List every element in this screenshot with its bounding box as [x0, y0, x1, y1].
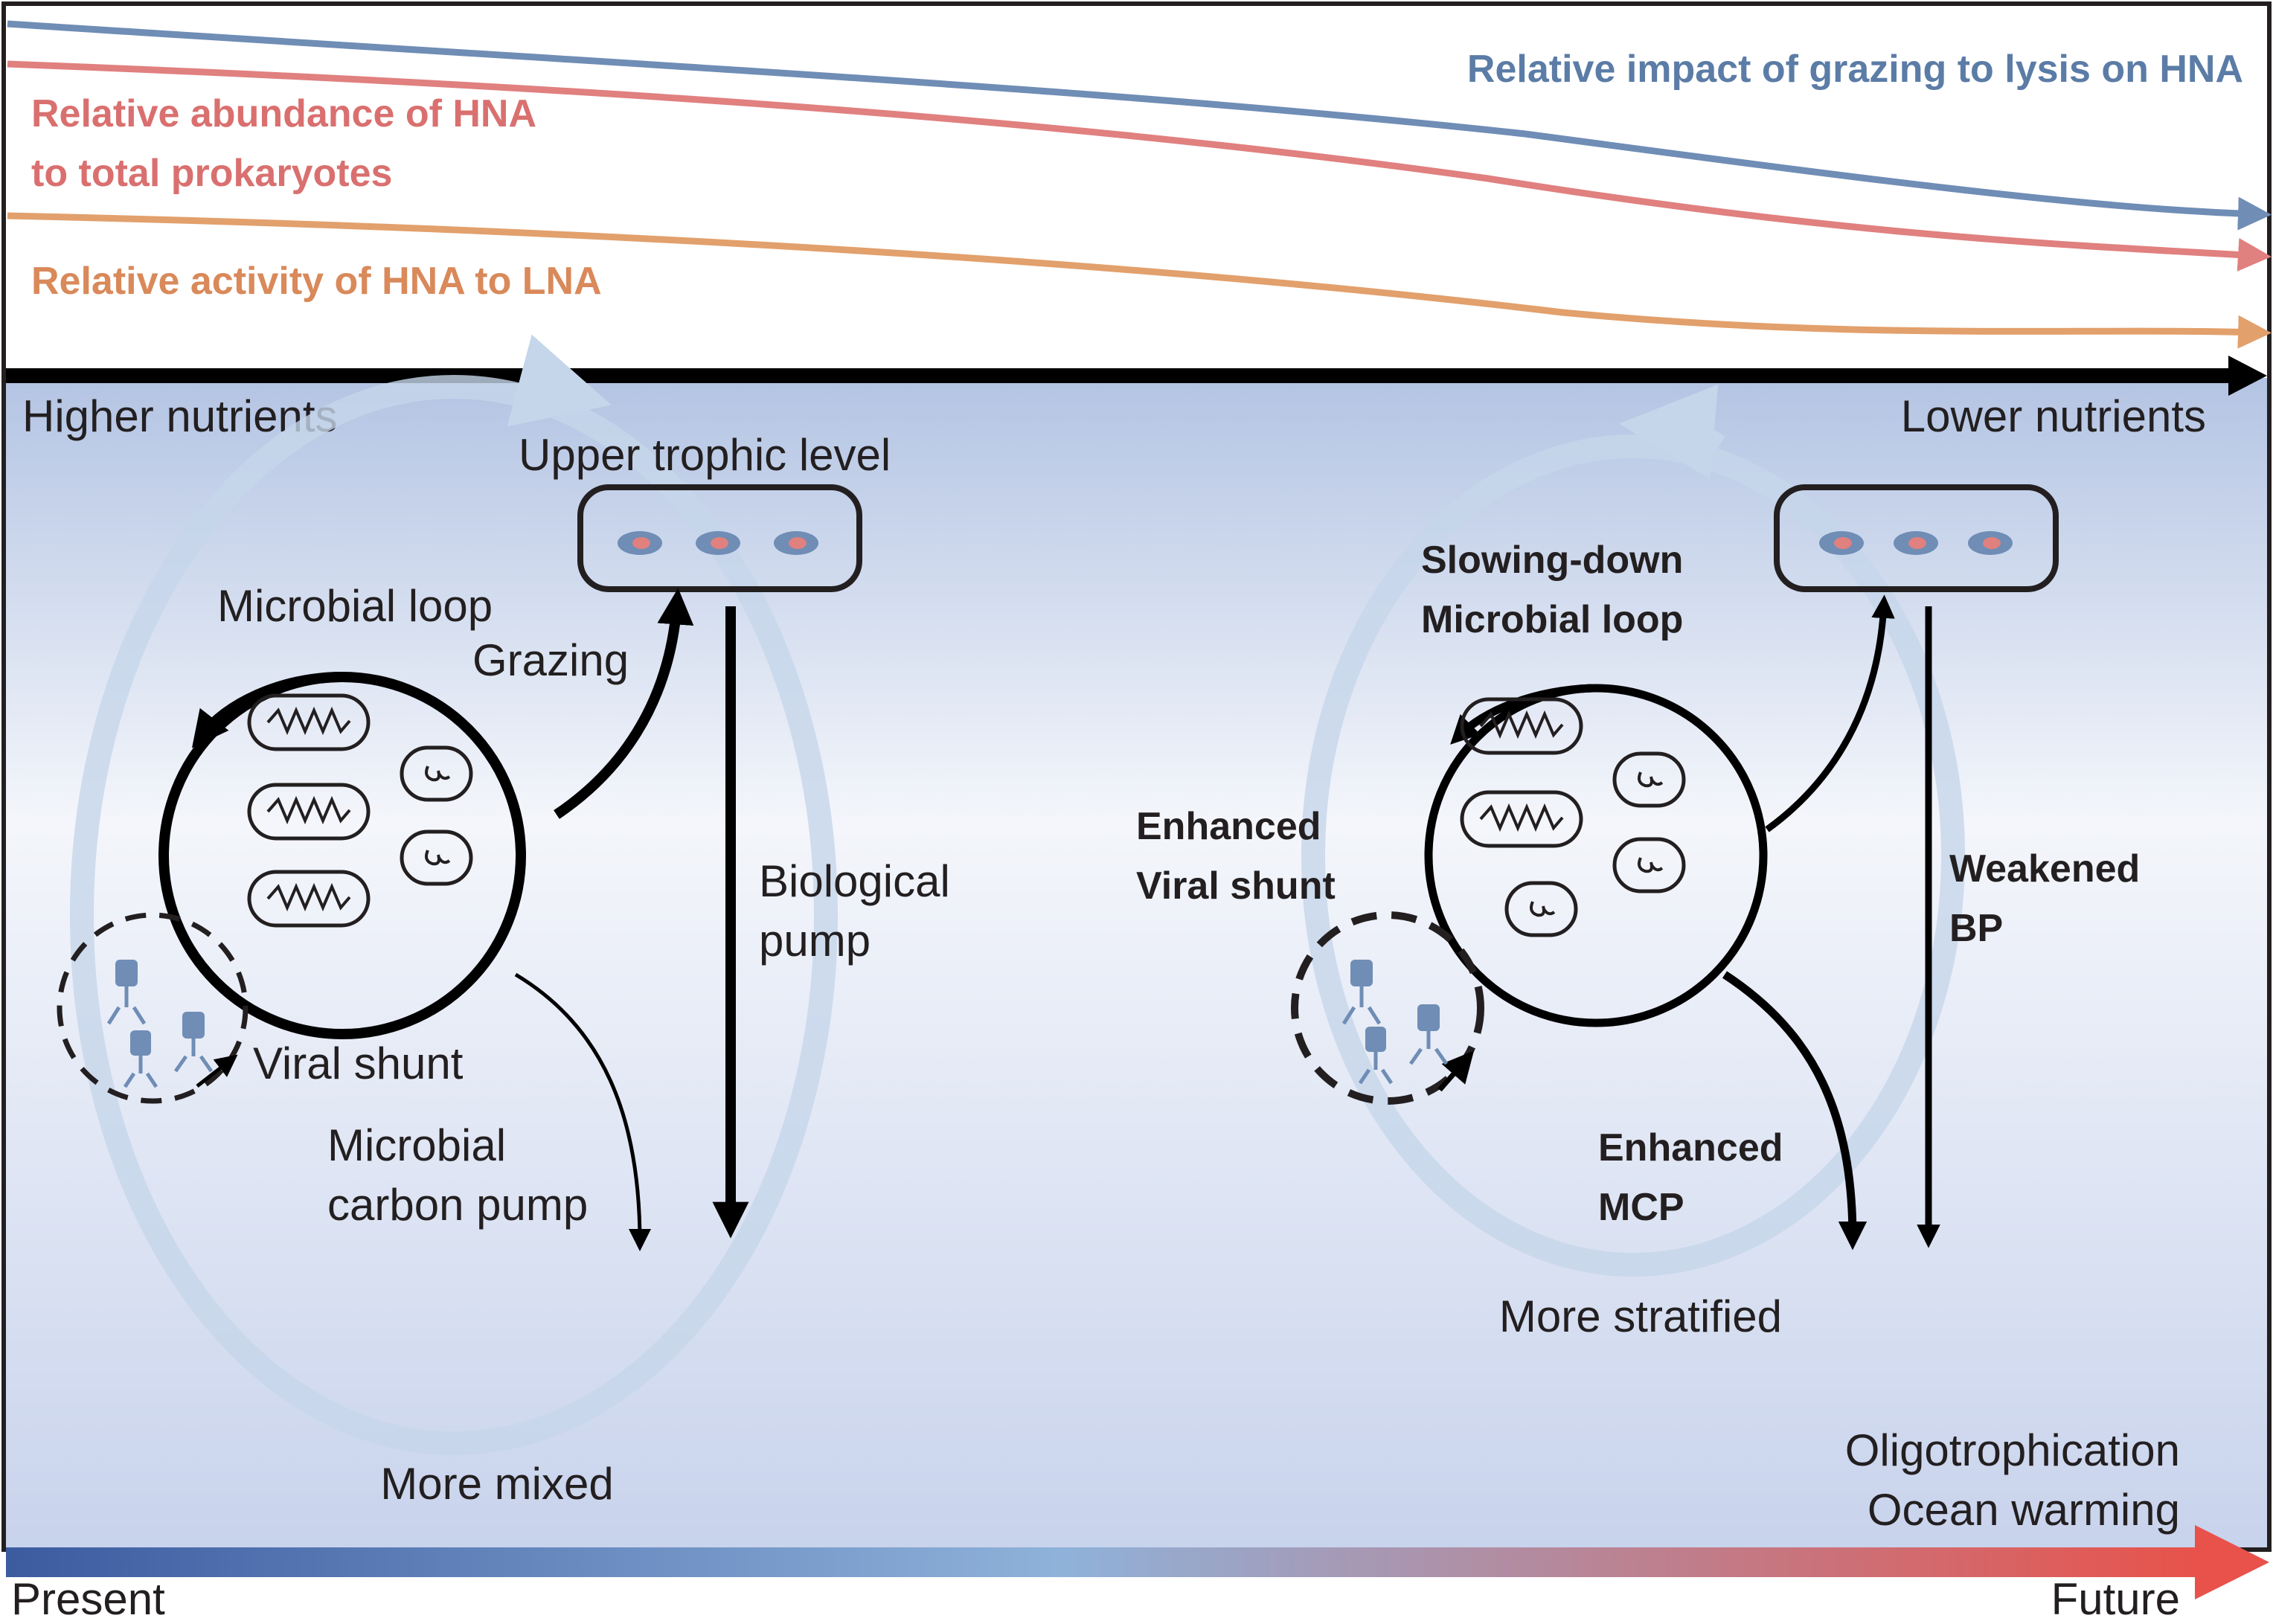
- nutrient-axis-arrowhead: [2228, 356, 2267, 396]
- hna-cell-icons: [247, 693, 371, 928]
- more-mixed-label: More mixed: [380, 1459, 613, 1509]
- viral-shunt-label: Viral shunt: [253, 1039, 464, 1088]
- present-label: Present: [11, 1574, 165, 1620]
- zooplankton-icon: [1819, 531, 2013, 555]
- oligotrophication-label: Oligotrophication: [1845, 1425, 2180, 1475]
- virus-icons: [1341, 960, 1449, 1085]
- abundance-label-line2: to total prokaryotes: [31, 152, 392, 195]
- grazing-lysis-label: Relative impact of grazing to lysis on H…: [1467, 48, 2243, 91]
- ocean-warming-label: Ocean warming: [1868, 1485, 2180, 1535]
- mixing-ring-present: [70, 375, 838, 1455]
- mcp-label-line1: Microbial: [327, 1120, 506, 1170]
- enhanced-mcp-label-line1: Enhanced: [1598, 1126, 1783, 1169]
- abundance-label-line1: Relative abundance of HNA: [31, 92, 536, 135]
- enhanced-mcp-label-line2: MCP: [1598, 1186, 1684, 1229]
- hna-cell-icons: [1460, 697, 1583, 848]
- activity-label: Relative activity of HNA to LNA: [31, 260, 602, 303]
- lna-cell-icons: [400, 745, 473, 886]
- viral-shunt-arrow: [196, 1054, 238, 1088]
- microbial-loop-circle-future: [1424, 684, 1768, 1027]
- grazing-lysis-trend-line: [7, 20, 2272, 231]
- slowing-loop-label-line2: Microbial loop: [1421, 598, 1683, 641]
- ocean-background: [6, 378, 2267, 1547]
- microbial-loop-circle: [158, 672, 526, 1039]
- more-stratified-label: More stratified: [1499, 1291, 1782, 1341]
- grazing-arrow: [554, 588, 694, 819]
- virus-icons: [106, 960, 214, 1088]
- trend-lines: [7, 20, 2272, 349]
- viral-shunt-circle-future: [1291, 911, 1484, 1105]
- lna-cell-icons: [1504, 751, 1686, 937]
- microbial-loop-label: Microbial loop: [217, 581, 493, 631]
- microbial-loop-arrow: [191, 672, 339, 748]
- microbial-carbon-pump-arrow: [514, 972, 651, 1251]
- upper-trophic-label: Upper trophic level: [519, 430, 891, 480]
- mcp-label-line2: carbon pump: [327, 1180, 588, 1230]
- zooplankton-icon: [618, 531, 818, 555]
- present-panel: Upper trophic level Microbial loop Grazi…: [57, 334, 950, 1509]
- microbial-loop-arrow-future: [1450, 684, 1593, 745]
- biological-pump-label-line1: Biological: [759, 856, 950, 906]
- enhanced-viral-label-line1: Enhanced: [1136, 805, 1321, 848]
- time-gradient-bar: [6, 1547, 2201, 1577]
- slowing-loop-label-line1: Slowing-down: [1421, 539, 1683, 582]
- future-label: Future: [2051, 1574, 2180, 1620]
- time-arrowhead: [2195, 1525, 2269, 1599]
- weakened-bp-label-line1: Weakened: [1949, 847, 2140, 890]
- grazing-arrow-future: [1765, 594, 1895, 832]
- grazing-label: Grazing: [472, 635, 629, 685]
- mixing-ring-arrow-future: [1619, 384, 1725, 480]
- upper-trophic-box: [577, 484, 862, 592]
- enhanced-mcp-arrow: [1722, 971, 1868, 1251]
- upper-trophic-box-future: [1774, 484, 2059, 592]
- abundance-trend-line: [7, 60, 2272, 272]
- future-panel: Slowing-down Microbial loop Weakened BP …: [1136, 384, 2140, 1341]
- viral-shunt-circle: [57, 912, 249, 1104]
- biological-pump-label-line2: pump: [759, 916, 871, 966]
- activity-trend-line: [7, 212, 2272, 349]
- enhanced-viral-label-line2: Viral shunt: [1136, 864, 1336, 908]
- viral-shunt-arrow-future: [1437, 1050, 1475, 1092]
- weakened-bp-label-line2: BP: [1949, 907, 2003, 950]
- mixing-ring-arrow-present: [507, 334, 612, 427]
- lower-nutrients-label: Lower nutrients: [1901, 391, 2206, 441]
